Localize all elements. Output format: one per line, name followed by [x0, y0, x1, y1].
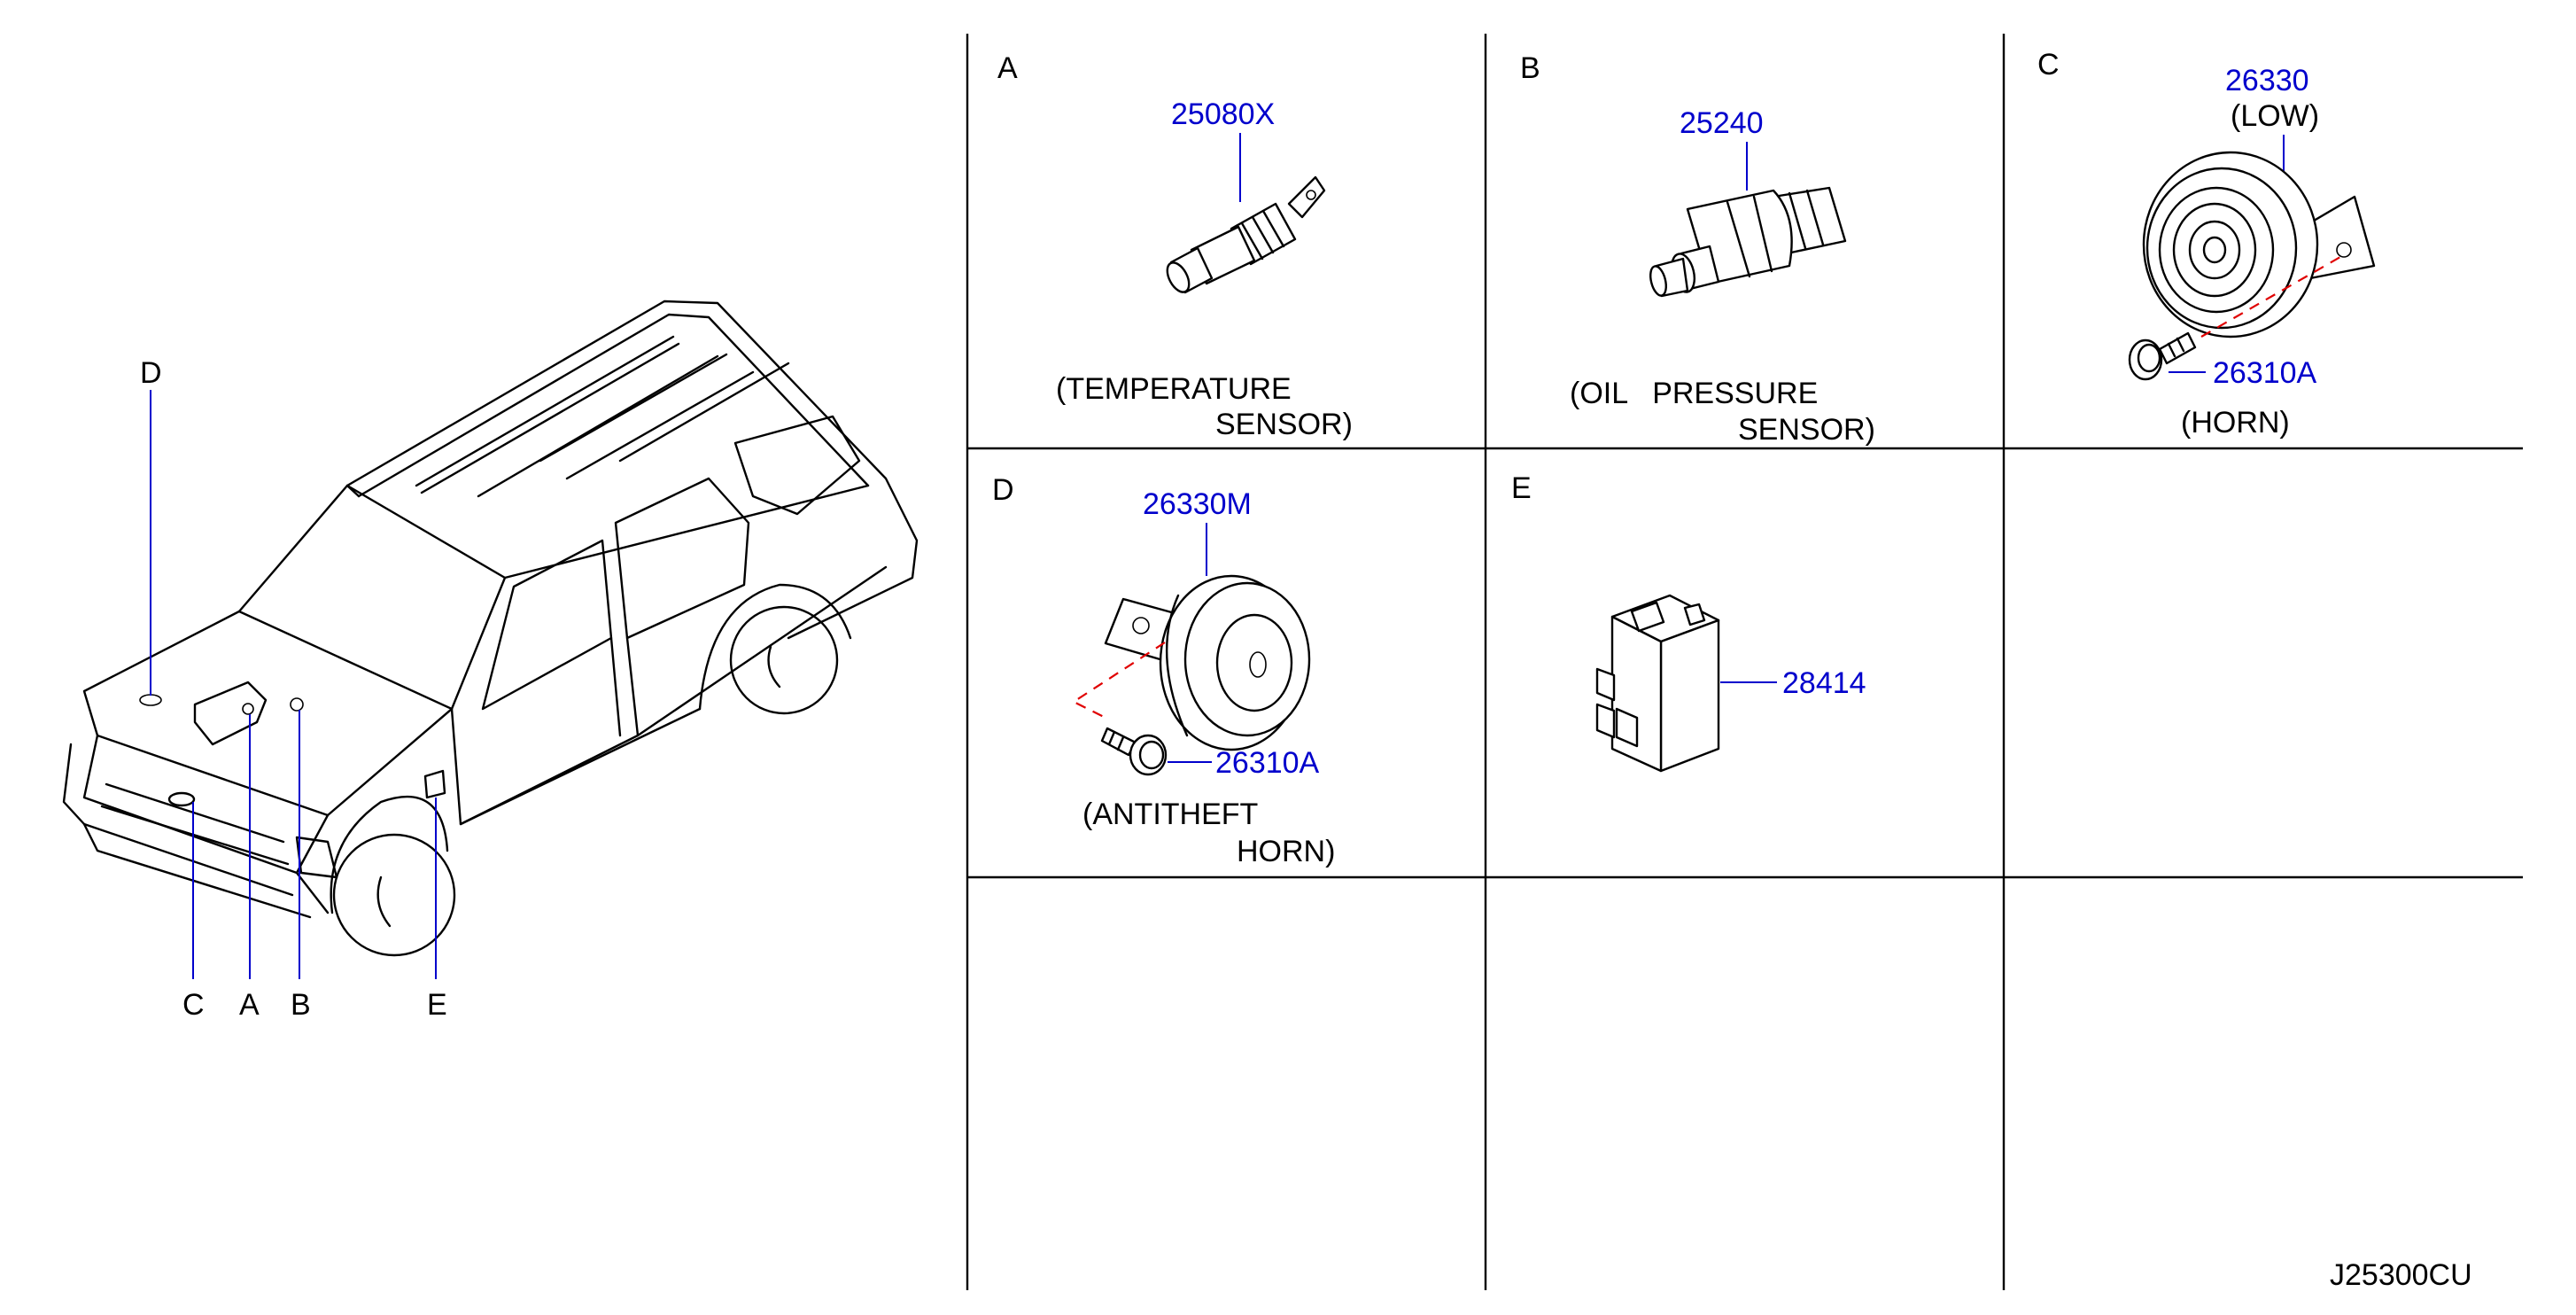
panel-d-letter: D: [992, 473, 1014, 507]
panel-c: C 26330 (LOW) 26310A (HORN): [2037, 48, 2376, 440]
callout-e: E: [427, 988, 447, 1022]
panel-grid: [966, 34, 2523, 1290]
panel-e-part-number: 28414: [1782, 666, 1866, 700]
panel-d-bolt-part-number: 26310A: [1215, 746, 1320, 780]
panel-a: A 25080X (TEMPERATURE SENSOR): [997, 51, 1353, 441]
panel-c-caption: (HORN): [2181, 406, 2290, 440]
panel-d-caption-line1: (ANTITHEFT: [1082, 798, 1258, 831]
panel-a-letter: A: [997, 51, 1018, 85]
panel-b-part-number: 25240: [1680, 106, 1764, 140]
panel-b-caption-line2: SENSOR): [1738, 413, 1875, 447]
panel-d: D 26330M 26310A (ANTITHEFT HORN): [992, 473, 1335, 868]
diagram-code: J25300CU: [2330, 1258, 2472, 1292]
panel-a-caption-line1: (TEMPERATURE: [1056, 372, 1292, 406]
panel-c-bolt-part-number: 26310A: [2213, 356, 2317, 390]
oil-pressure-sensor-drawing: [1649, 186, 1847, 298]
panel-b: B 25240 (OIL PRESSURE SENSOR): [1520, 51, 1875, 447]
panel-e: E 28414: [1511, 471, 1866, 773]
callout-d: D: [140, 356, 162, 390]
panel-b-caption-line1: (OIL PRESSURE: [1570, 377, 1818, 410]
callout-a: A: [239, 988, 260, 1022]
callout-b: B: [291, 988, 311, 1022]
panel-c-letter: C: [2037, 48, 2060, 82]
panel-c-part-number: 26330: [2225, 64, 2309, 97]
panel-a-part-number: 25080X: [1171, 97, 1275, 131]
vehicle-illustration: D C A B E: [62, 300, 919, 1022]
panel-e-letter: E: [1511, 471, 1532, 505]
callout-c: C: [182, 988, 205, 1022]
horn-low-drawing: [2128, 151, 2376, 381]
panel-a-caption-line2: SENSOR): [1215, 408, 1353, 441]
panel-b-letter: B: [1520, 51, 1540, 85]
temperature-sensor-drawing: [1166, 175, 1326, 294]
relay-box-drawing: [1595, 594, 1720, 773]
panel-d-part-number: 26330M: [1143, 487, 1252, 521]
antitheft-horn-drawing: [1100, 574, 1311, 776]
panel-c-part-note: (LOW): [2231, 99, 2319, 133]
panel-d-caption-line2: HORN): [1237, 835, 1335, 868]
